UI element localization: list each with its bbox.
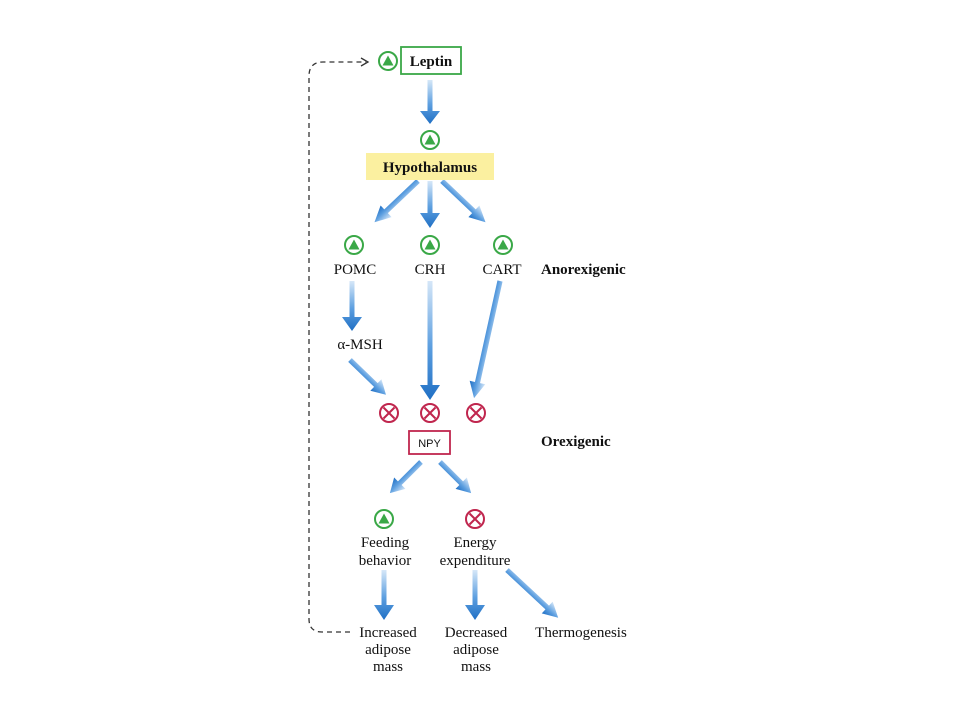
orexigenic-label: Orexigenic [541,434,611,450]
arrow-npy-feeding [389,460,423,494]
arrow-feeding-increased [374,570,394,620]
arrow-cart-inhibit [469,280,503,399]
arrow-hypothalamus-pomc [374,179,420,223]
leptin-stimulate-icon [378,51,398,71]
npy-label: NPY [418,438,441,450]
feeding-stimulate-icon [374,509,394,529]
leptin-box [400,46,462,75]
feedback-arrowhead [360,57,370,67]
arrow-hypothalamus-cart [440,179,486,223]
arrow-energy-thermogenesis [505,568,559,618]
energy-label-line2: expenditure [440,553,511,569]
thermogenesis-label: Thermogenesis [535,625,627,641]
feeding-label-line1: Feeding [361,535,410,551]
arrow-msh-inhibit [348,358,386,395]
energy-label-line1: Energy [453,535,497,551]
increased-label-line1: Increased [359,625,417,641]
decreased-label-line2: adipose [453,642,499,658]
npy-box [408,430,451,455]
cart-label: CART [482,262,521,278]
feeding-label-line2: behavior [359,553,411,569]
arrow-pomc-msh [342,281,362,331]
arrow-energy-decreased [465,570,485,620]
cart-inhibit-icon [466,403,486,423]
arrows [342,80,559,620]
decreased-label-line3: mass [461,659,491,675]
crh-stimulate-icon [420,235,440,255]
cart-stimulate-icon [493,235,513,255]
hypothalamus-box [366,153,494,180]
arrow-leptin-hypothalamus [420,80,440,124]
pomc-label: POMC [334,262,377,278]
energy-inhibit-icon [465,509,485,529]
arrow-hypothalamus-crh [420,181,440,228]
decreased-label-line1: Decreased [445,625,508,641]
increased-label-line3: mass [373,659,403,675]
msh-inhibit-icon [379,403,399,423]
increased-label-line2: adipose [365,642,411,658]
pomc-stimulate-icon [344,235,364,255]
hypothalamus-label: Hypothalamus [383,160,477,176]
leptin-label: Leptin [410,54,453,70]
hypothalamus-stimulate-icon [420,130,440,150]
anorexigenic-label: Anorexigenic [541,262,626,278]
arrow-npy-energy [438,460,472,494]
msh-label: α-MSH [337,337,383,353]
crh-label: CRH [415,262,446,278]
crh-inhibit-icon [420,403,440,423]
arrow-crh-inhibit [420,281,440,400]
